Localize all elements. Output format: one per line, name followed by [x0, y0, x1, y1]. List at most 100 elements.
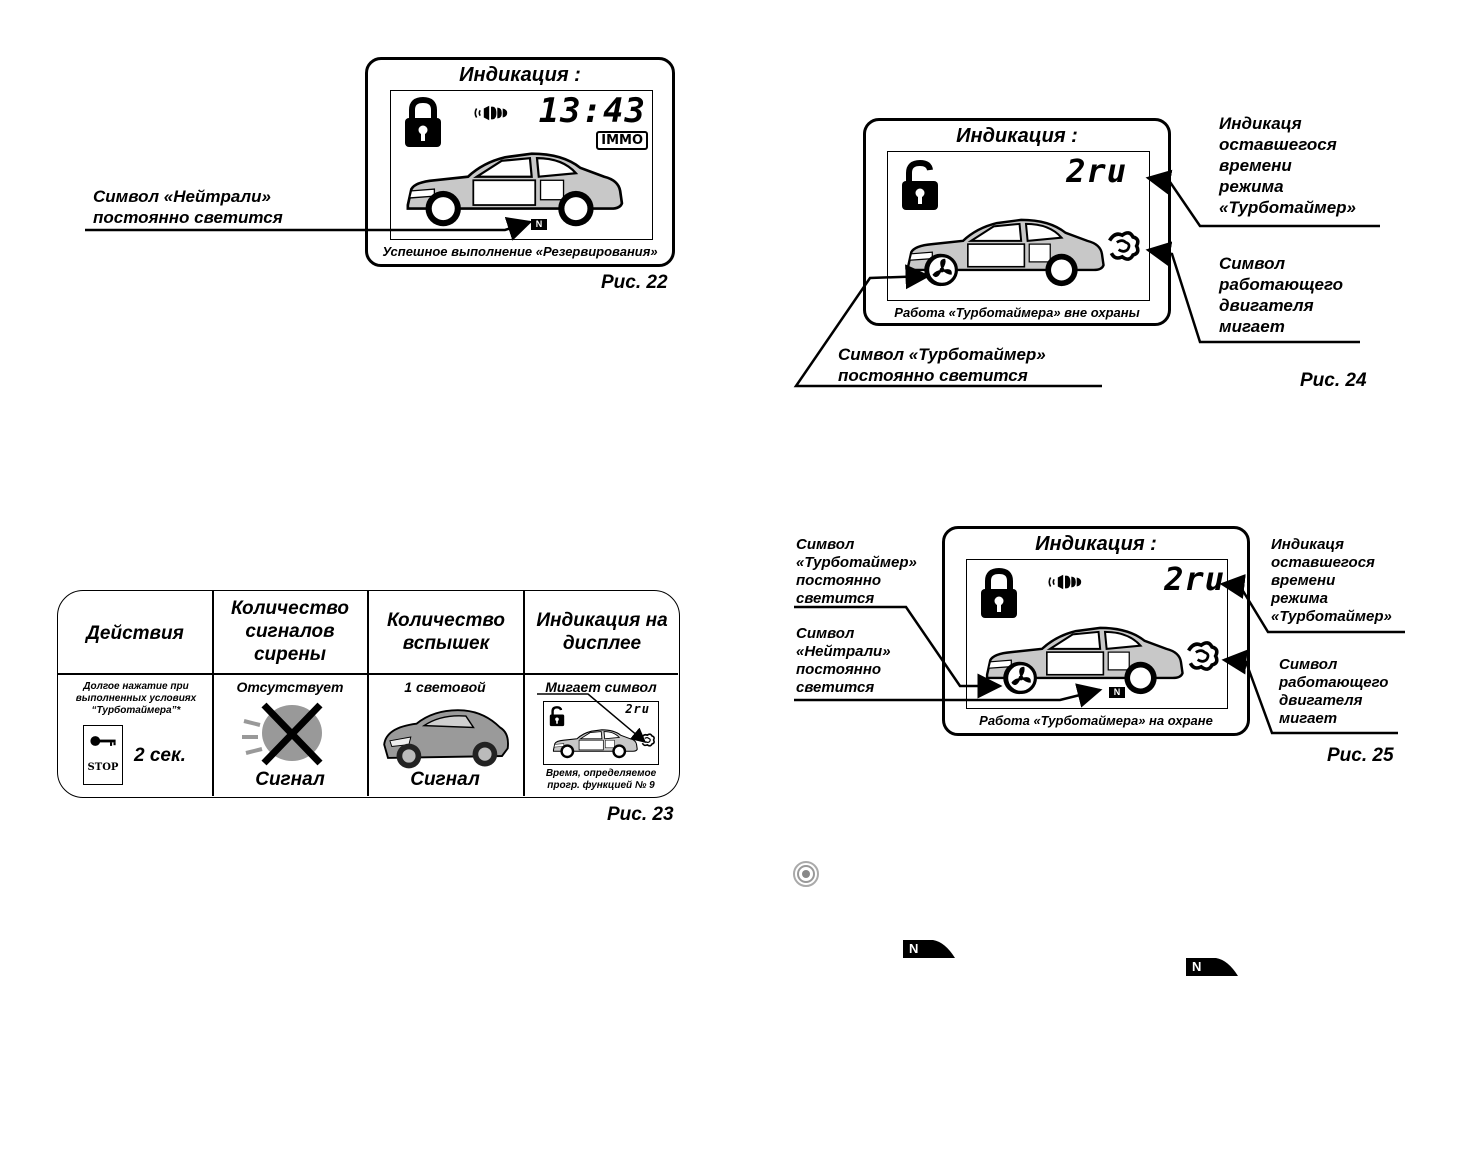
fig25-clb-line2: «Нейтрали» — [796, 643, 891, 660]
engine-exhaust-icon — [640, 732, 656, 748]
fig23-action-text: Долгое нажатие при выполненных условиях … — [60, 681, 212, 717]
fig25-clt-line3: постоянно — [796, 572, 882, 589]
car-icon — [550, 728, 640, 760]
fig23-divider-2 — [367, 591, 369, 796]
fig23-action-line2: выполненных условиях — [75, 693, 197, 704]
immo-badge: IMMO — [596, 131, 648, 150]
fig24-timer-code: 2ru — [1066, 152, 1127, 190]
fig23-header-actions: Действия — [86, 623, 184, 644]
fig24-label: Рис. 24 — [1300, 370, 1367, 391]
fig25-crt-line5: «Турботаймер» — [1271, 608, 1392, 625]
fig22-lcd-screen: 13:43 IMMO N — [390, 90, 653, 240]
siren-muted-icon — [242, 702, 323, 766]
fig24-ct-line5: «Турботаймер» — [1219, 198, 1356, 217]
n-badge-letter: N — [1192, 959, 1202, 974]
fig24-ct-line3: времени — [1219, 156, 1292, 175]
fig23-mini-screen: 2ru — [543, 701, 659, 765]
siren-icon — [1047, 572, 1083, 592]
fig24-ce-line4: мигает — [1219, 317, 1285, 336]
fig25-clt-line2: «Турботаймер» — [796, 554, 917, 571]
fig24-ct-line2: оставшегося — [1219, 135, 1337, 154]
fig25-lcd-screen: 2ru N — [966, 559, 1228, 709]
fig23-label: Рис. 23 — [607, 804, 674, 825]
fig25-clb-line1: Символ — [796, 625, 855, 642]
fig25-clt-line1: Символ — [796, 536, 855, 553]
fig23-display-note: Время, определяемое прогр. функцией № 9 — [525, 768, 677, 792]
fig25-timer-code: 2ru — [1164, 560, 1225, 598]
fig25-clt-line4: светится — [796, 590, 875, 607]
lock-open-icon — [900, 160, 940, 212]
fig25-crb-line4: мигает — [1279, 710, 1338, 727]
fig25-crt-line3: времени — [1271, 572, 1336, 589]
n-badge-letter: N — [909, 941, 919, 956]
fig23-header-display: Индикация на дисплее — [536, 610, 668, 654]
turbotimer-fan-icon — [926, 254, 958, 286]
lock-closed-icon — [403, 97, 443, 149]
fig25-callout-turbo: Символ «Турботаймер» постоянно светится — [796, 536, 917, 608]
fig23-siren-signal: Сигнал — [255, 769, 325, 790]
fig25-crt-line2: оставшегося — [1271, 554, 1375, 571]
fig23-mini-code: 2ru — [625, 702, 650, 716]
fig22-panel: Индикация : 13:43 IMMO N Успешное выполн… — [365, 57, 675, 267]
fig25-crt-line1: Индикаця — [1271, 536, 1344, 553]
neutral-n-badge: N — [531, 219, 547, 230]
fig23-note-line2: прогр. функцией № 9 — [547, 780, 655, 791]
fig25-caption: Работа «Турботаймера» на охране — [979, 713, 1213, 728]
stop-label: STOP — [87, 762, 119, 773]
fig25-crt-line4: режима — [1271, 590, 1328, 607]
fig25-title: Индикация : — [1035, 533, 1157, 555]
fig23-divider-1 — [212, 591, 214, 796]
fig25-crb-line2: работающего — [1279, 674, 1389, 691]
fig25-crb-line1: Символ — [1279, 656, 1338, 673]
stop-key-card: STOP — [83, 725, 123, 785]
fig25-panel: Индикация : 2ru N Работа «Турботаймера» … — [942, 526, 1250, 736]
fig23-header-siren: Количество сигналов сирены — [231, 598, 349, 665]
fig22-label: Рис. 22 — [601, 272, 668, 293]
fig25-clb-line3: постоянно — [796, 661, 882, 678]
fig23-divider-3 — [523, 591, 525, 796]
fig23-display-blink: Мигает символ — [545, 679, 657, 695]
fig24-lcd-screen: 2ru — [887, 151, 1150, 301]
fig23-flash-signal: Сигнал — [410, 769, 480, 790]
fig24-panel: Индикация : 2ru Работа «Турботаймера» вн… — [863, 118, 1171, 326]
fig24-callout-engine: Символ работающего двигателя мигает — [1219, 253, 1343, 337]
neutral-symbol-2: N — [1186, 958, 1238, 976]
fig22-callout-line2: постоянно светится — [93, 208, 283, 227]
fig23-action-line3: “Турботаймера”* — [91, 705, 181, 716]
engine-exhaust-icon — [1106, 228, 1142, 264]
siren-icon — [473, 103, 509, 123]
lock-open-icon — [549, 706, 565, 727]
fig23-header-flashes: Количество вспышек — [387, 610, 505, 654]
neutral-n-badge: N — [1109, 687, 1125, 698]
fig24-title: Индикация : — [956, 125, 1078, 147]
turbotimer-fan-icon — [1005, 662, 1037, 694]
fig23-action-line1: Долгое нажатие при — [83, 681, 189, 692]
fig25-label: Рис. 25 — [1327, 745, 1394, 766]
n-badge-shape — [1186, 958, 1238, 976]
fig22-title: Индикация : — [459, 64, 581, 86]
fig25-crb-line3: двигателя — [1279, 692, 1363, 709]
fig22-caption: Успешное выполнение «Резервирования» — [382, 244, 658, 259]
fig24-cl-line2: постоянно светится — [838, 366, 1028, 385]
fig24-ce-line3: двигателя — [1219, 296, 1314, 315]
fig23-header-rule — [58, 673, 678, 675]
fig22-clock: 13:43 — [538, 91, 646, 131]
car-icon — [399, 149, 629, 231]
fig23-duration: 2 сек. — [134, 745, 186, 766]
fig24-callout-timer: Индикаця оставшегося времени режима «Тур… — [1219, 113, 1356, 218]
fig24-ce-line1: Символ — [1219, 254, 1286, 273]
n-badge-shape — [903, 940, 955, 958]
sportscar-icon — [374, 699, 516, 775]
fig25-clb-line4: светится — [796, 679, 875, 696]
fig22-callout-line1: Символ «Нейтрали» — [93, 187, 271, 206]
fig25-callout-neutral: Символ «Нейтрали» постоянно светится — [796, 625, 891, 697]
fig25-callout-engine: Символ работающего двигателя мигает — [1279, 656, 1388, 728]
fig23-table: Действия Количество сигналов сирены Коли… — [57, 590, 680, 798]
siren-ring-icon — [793, 861, 819, 887]
engine-exhaust-icon — [1185, 638, 1221, 674]
fig23-note-line1: Время, определяемое — [545, 768, 657, 779]
fig24-cl-line1: Символ «Турботаймер» — [838, 345, 1046, 364]
fig25-callout-timer: Индикаця оставшегося времени режима «Тур… — [1271, 536, 1392, 626]
fig23-siren-status: Отсутствует — [236, 679, 344, 695]
key-icon — [88, 734, 118, 748]
